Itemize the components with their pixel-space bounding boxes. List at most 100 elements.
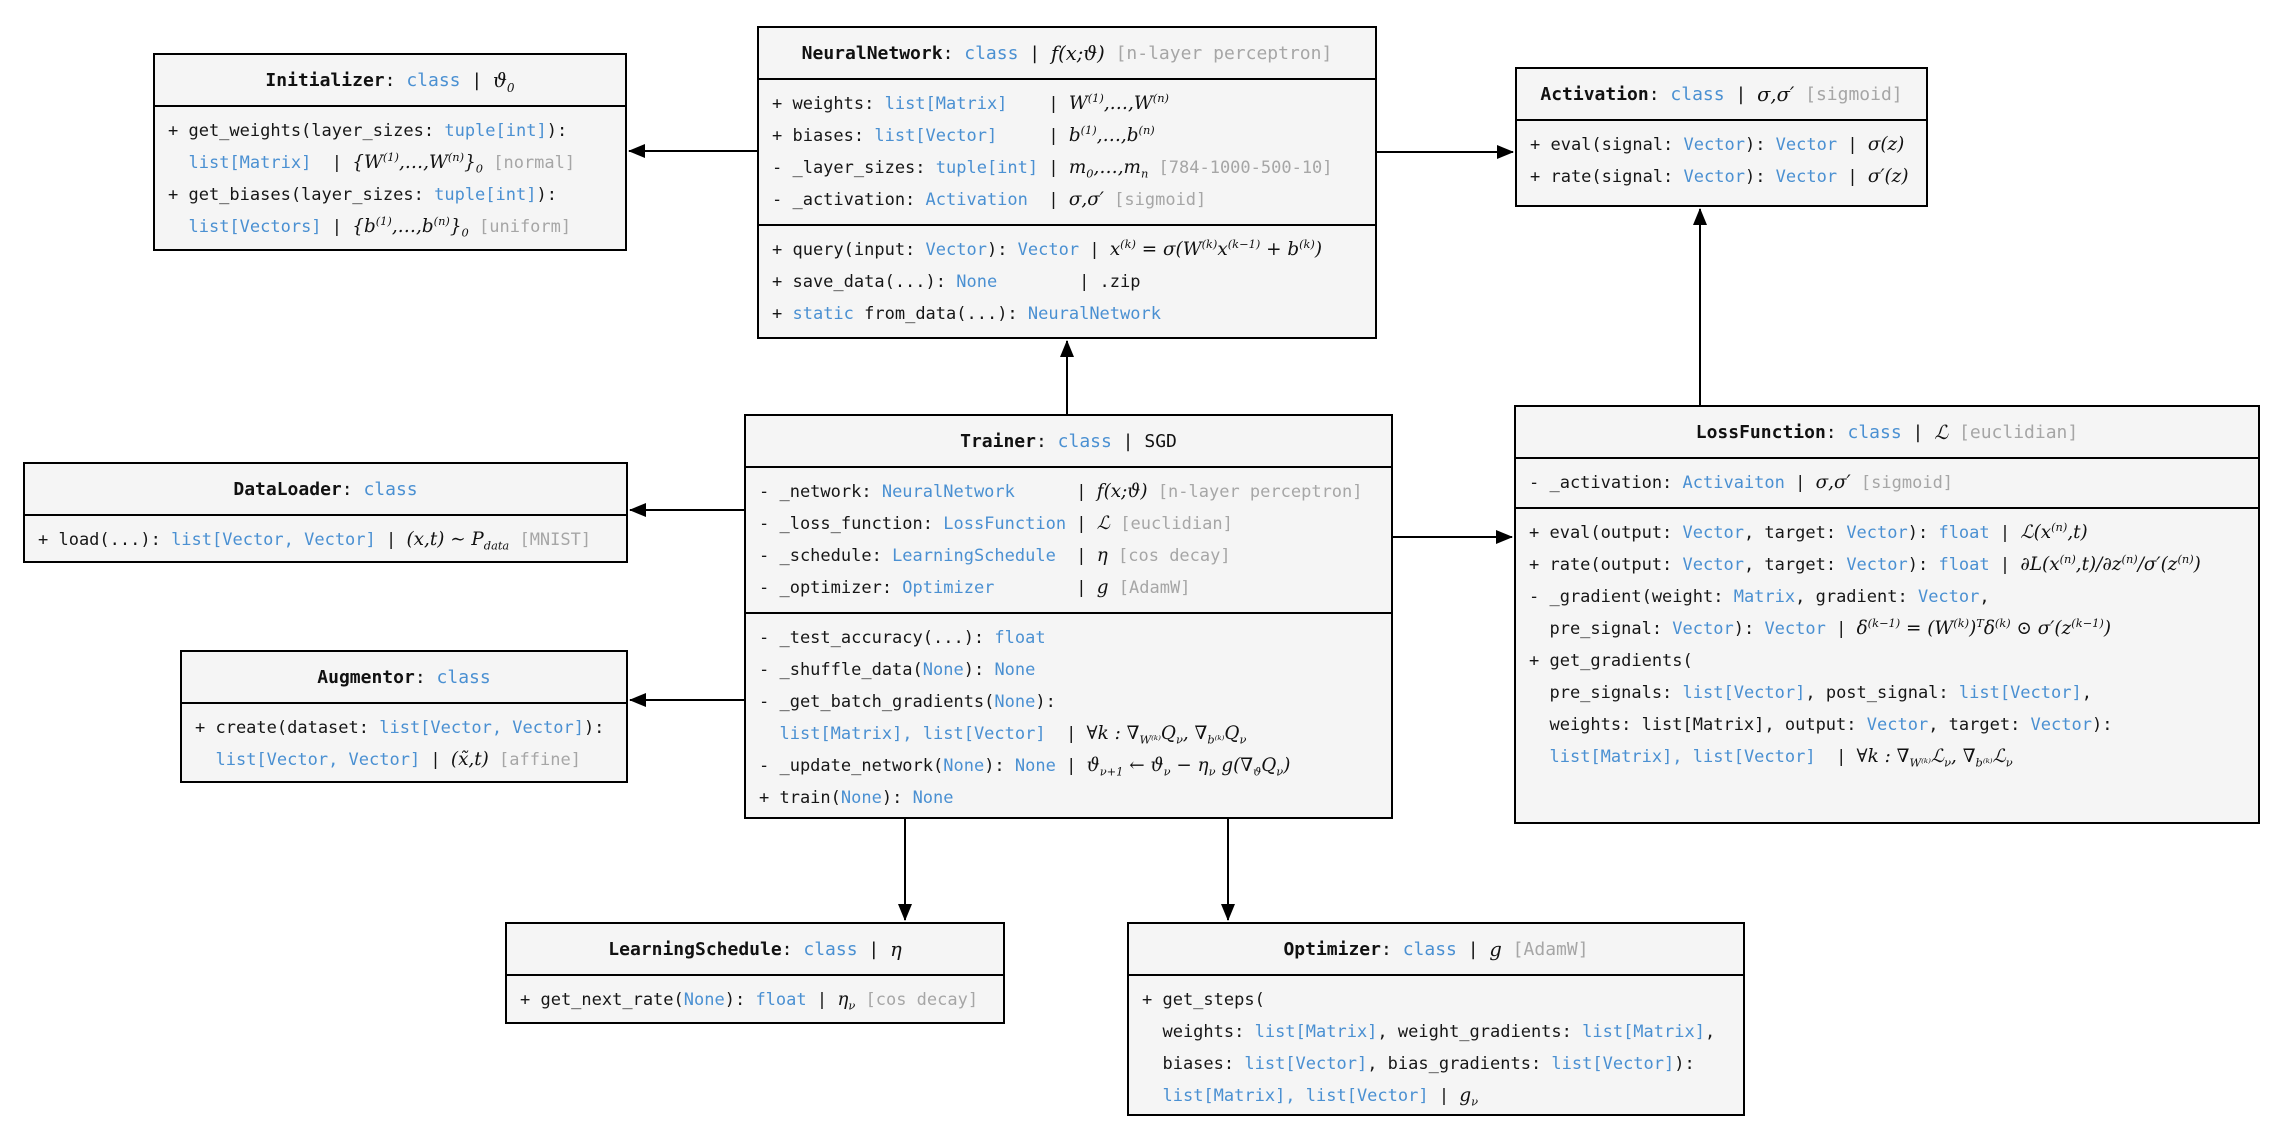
member-row: list[Vector, Vector] | (x̃,t) [affine] xyxy=(195,744,613,776)
type-token: float xyxy=(1938,555,1990,575)
type-token: Vector xyxy=(1017,240,1080,260)
math-expression: {b(1),…,b(n)}0 xyxy=(352,213,469,240)
code-token: + get_steps( xyxy=(1142,990,1265,1010)
code-token: + eval(output: xyxy=(1529,523,1683,543)
member-row: - _optimizer: Optimizer | g [AdamW] xyxy=(759,572,1378,604)
code-token: - _activation: xyxy=(1529,473,1683,493)
code-token xyxy=(759,724,779,744)
member-row: weights: list[Matrix], weight_gradients:… xyxy=(1142,1016,1730,1048)
type-token: None xyxy=(683,990,725,1010)
member-row: + create(dataset: list[Vector, Vector]): xyxy=(195,712,613,744)
class-title: DataLoader: class xyxy=(25,464,626,514)
code-token: - _activation: xyxy=(772,190,926,210)
member-row: - _layer_sizes: tuple[int] | m0,…,mn [78… xyxy=(772,152,1362,184)
code-token: + get_weights(layer_sizes: xyxy=(168,121,445,141)
math-expression: b(1),…,b(n) xyxy=(1068,122,1155,146)
code-token: ): xyxy=(1744,135,1776,155)
class-title: LossFunction: class | ℒ [euclidian] xyxy=(1516,407,2258,457)
code-token: + query(input: xyxy=(772,240,926,260)
type-token: float xyxy=(755,990,807,1010)
member-row: - _loss_function: LossFunction | ℒ [eucl… xyxy=(759,508,1378,540)
code-token: from_data(...): xyxy=(853,304,1028,324)
class-title: LearningSchedule: class | η xyxy=(507,924,1003,974)
type-token: Vector xyxy=(925,240,987,260)
code-token: + get_gradients( xyxy=(1529,651,1693,671)
annotation-note: [cos decay] xyxy=(855,990,979,1010)
code-token: | xyxy=(1428,1086,1460,1106)
code-token: + biases: xyxy=(772,126,875,146)
class-title: Initializer: class | ϑ0 xyxy=(155,55,625,105)
type-token: list[Vector] xyxy=(1244,1054,1368,1074)
code-token: pre_signal: xyxy=(1529,619,1673,639)
code-token: ): xyxy=(1907,523,1939,543)
math-expression: f(x;ϑ) xyxy=(1096,481,1148,502)
code-token: | xyxy=(1837,135,1868,155)
code-token: - _loss_function: xyxy=(759,514,944,534)
member-row: pre_signals: list[Vector], post_signal: … xyxy=(1529,677,2245,709)
code-token: ): xyxy=(963,660,995,680)
member-row: + get_weights(layer_sizes: tuple[int]): xyxy=(168,115,612,147)
code-token: , target: xyxy=(1743,523,1847,543)
math-expression: δ(k−1) = (W(k))Tδ(k) ⊙ σ′(z(k−1)) xyxy=(1856,615,2111,639)
class-name: Augmentor xyxy=(317,666,415,688)
member-row: pre_signal: Vector): Vector | δ(k−1) = (… xyxy=(1529,613,2245,645)
math-expression: gν xyxy=(1459,1085,1478,1109)
code-token: | xyxy=(311,153,353,173)
member-row: biases: list[Vector], bias_gradients: li… xyxy=(1142,1048,1730,1080)
type-token: Vector xyxy=(1775,135,1838,155)
code-token: | xyxy=(1989,555,2021,575)
code-token: | xyxy=(1027,190,1069,210)
class-name: LearningSchedule xyxy=(608,938,782,960)
member-row: - _test_accuracy(...): float xyxy=(759,622,1378,654)
type-token: class xyxy=(406,69,461,91)
code-token: - _update_network( xyxy=(759,756,944,776)
code-token: | xyxy=(1014,482,1097,502)
math-expression: σ,σ′ xyxy=(1068,189,1104,210)
type-token: list[Matrix] xyxy=(884,94,1008,114)
type-token: list[Matrix] xyxy=(188,153,312,173)
member-row: list[Matrix], list[Vector] | ∀k : ∇W⁽ᵏ⁾Q… xyxy=(759,718,1378,750)
math-expression: (x̃,t) xyxy=(450,749,489,770)
code-token: | xyxy=(857,938,891,960)
type-token: list[Matrix], list[Vector] xyxy=(1549,747,1816,767)
code-token: : xyxy=(414,666,437,688)
member-section: - _test_accuracy(...): float- _shuffle_d… xyxy=(746,612,1391,817)
class-title: Optimizer: class | g [AdamW] xyxy=(1129,924,1743,974)
code-token: | xyxy=(997,126,1069,146)
code-token: : xyxy=(1648,83,1671,105)
math-expression: ϑν+1 ← ϑν − ην g(∇ϑQν) xyxy=(1086,755,1291,779)
code-token: + load(...): xyxy=(38,530,172,550)
code-token: ): xyxy=(1744,167,1776,187)
code-token: ): xyxy=(881,788,913,808)
member-section: + get_steps( weights: list[Matrix], weig… xyxy=(1129,974,1743,1114)
type-token: Vector xyxy=(1682,555,1744,575)
member-row: + get_next_rate(None): float | ην [cos d… xyxy=(520,984,990,1016)
class-title: NeuralNetwork: class | f(x;ϑ) [n-layer p… xyxy=(759,28,1375,78)
type-token: list[Vector, Vector] xyxy=(215,750,421,770)
code-token: | xyxy=(1055,756,1087,776)
member-row: - _update_network(None): None | ϑν+1 ← ϑ… xyxy=(759,750,1378,782)
type-token: class xyxy=(964,42,1019,64)
math-expression: ℒ(x(n),t) xyxy=(2020,519,2088,543)
code-token: , target: xyxy=(1928,715,2031,735)
annotation-note: [MNIST] xyxy=(509,530,592,550)
type-token: list[Vector, Vector] xyxy=(171,530,376,550)
member-row: + get_gradients( xyxy=(1529,645,2245,677)
code-token: weights: list[Matrix], output: xyxy=(1529,715,1867,735)
math-expression: m0,…,mn xyxy=(1068,157,1149,181)
code-token: | xyxy=(1018,42,1051,64)
code-token: + eval(signal: xyxy=(1530,135,1684,155)
member-section: + get_next_rate(None): float | ην [cos d… xyxy=(507,974,1003,1022)
type-token: class xyxy=(1847,421,1902,443)
type-token: tuple[int] xyxy=(434,185,537,205)
class-name: LossFunction xyxy=(1695,421,1826,443)
code-token: | xyxy=(1724,83,1758,105)
code-token: : xyxy=(1381,938,1403,960)
code-token: + weights: xyxy=(772,94,885,114)
annotation-note: [n-layer perceptron] xyxy=(1147,482,1363,502)
annotation-note: [normal] xyxy=(483,153,576,173)
class-name: Trainer xyxy=(960,430,1036,452)
class-name: Optimizer xyxy=(1283,938,1381,960)
math-expression: f(x;ϑ) xyxy=(1050,41,1105,65)
math-expression: ην xyxy=(837,989,856,1013)
